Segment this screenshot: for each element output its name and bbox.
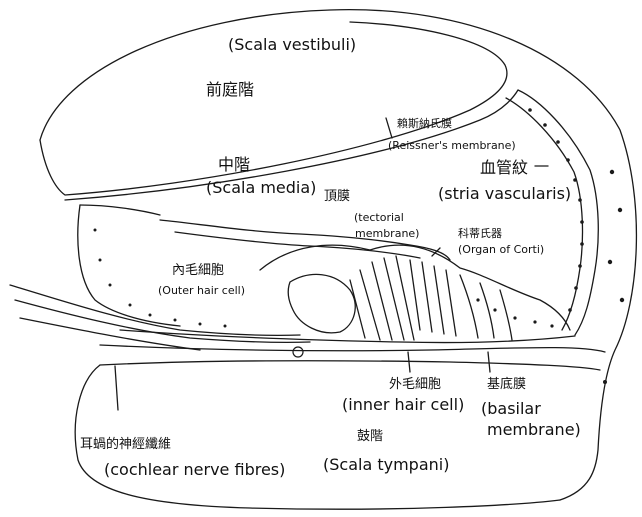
- corti-zh-label: 科蒂氏器: [458, 228, 502, 239]
- scala-vestibuli-zh-label: 前庭階: [206, 82, 254, 98]
- scala-vestibuli-en-label: (Scala vestibuli): [228, 37, 356, 53]
- tectorial-zh-label: 頂膜: [324, 190, 350, 203]
- leader-nerve: [115, 366, 118, 410]
- basilar-zh-label: 基底膜: [487, 378, 526, 391]
- scala-tympani-upper: [100, 361, 600, 370]
- stria-zh-label: 血管紋: [480, 160, 528, 176]
- inner-hair-cell-en-label: (inner hair cell): [342, 397, 464, 413]
- stria-en-label: (stria vascularis): [438, 186, 571, 202]
- limbus-outline: [78, 205, 180, 326]
- tectorial-membrane: [160, 220, 450, 260]
- tectorial-en-label-2: membrane): [355, 228, 419, 239]
- organ-of-corti-outline: [260, 245, 570, 330]
- stria-outer-line: [518, 90, 598, 335]
- leader-basilar: [488, 352, 490, 372]
- outer-hair-cell-zh-label: 內毛細胞: [172, 264, 224, 277]
- outer-hair-cell-en-label: (Outer hair cell): [158, 285, 245, 296]
- tunnel-of-corti: [288, 274, 355, 332]
- nerve-fibres-2: [15, 300, 310, 342]
- spiral-vessel: [293, 347, 303, 357]
- scala-media-en-label: (Scala media): [206, 180, 316, 196]
- inner-hair-cell-zh-label: 外毛細胞: [389, 378, 441, 391]
- basilar-en-label-1: (basilar: [481, 401, 541, 417]
- outer-supporting-cells: [460, 275, 512, 340]
- tectorial-en-label-1: (tectorial: [354, 212, 404, 223]
- basilar-membrane: [120, 330, 575, 343]
- hair-cells: [410, 260, 456, 336]
- basilar-en-label-2: membrane): [487, 422, 581, 438]
- corti-en-label: (Organ of Corti): [458, 244, 544, 255]
- stria-inner-line: [506, 98, 582, 330]
- pillar-cells: [350, 256, 414, 340]
- scala-media-zh-label: 中階: [218, 157, 250, 173]
- nerve-fibres-en-label: (cochlear nerve fibres): [104, 462, 285, 478]
- cell-nuclei: [94, 108, 625, 384]
- leader-reissner: [386, 118, 392, 138]
- nerve-fibres-zh-label: 耳蝸的神經纖維: [80, 438, 171, 451]
- reissner-zh-label: 賴斯納氏膜: [397, 118, 452, 129]
- reissner-en-label: (Reissner's membrane): [388, 140, 516, 151]
- scala-tympani-zh-label: 鼓階: [357, 430, 383, 443]
- scala-tympani-en-label: (Scala tympani): [323, 457, 449, 473]
- scala-media-left-boundary: [80, 205, 160, 215]
